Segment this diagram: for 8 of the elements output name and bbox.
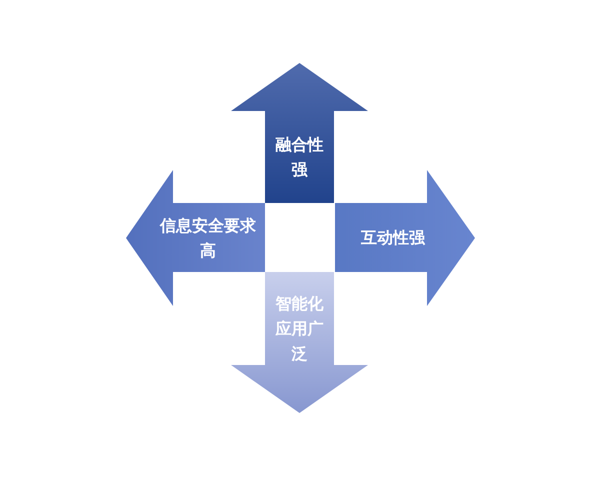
- arrow-shape: [126, 170, 265, 306]
- arrow-label: 信息安全要求高: [158, 214, 257, 262]
- arrow-shape: [231, 63, 368, 203]
- arrow-shape: [335, 170, 475, 306]
- arrow-label: 融合性强: [274, 134, 324, 181]
- arrow-label: 互动性强: [361, 227, 425, 249]
- arrow-label: 智能化应用广泛: [274, 292, 324, 364]
- arrow-shape: [231, 272, 368, 413]
